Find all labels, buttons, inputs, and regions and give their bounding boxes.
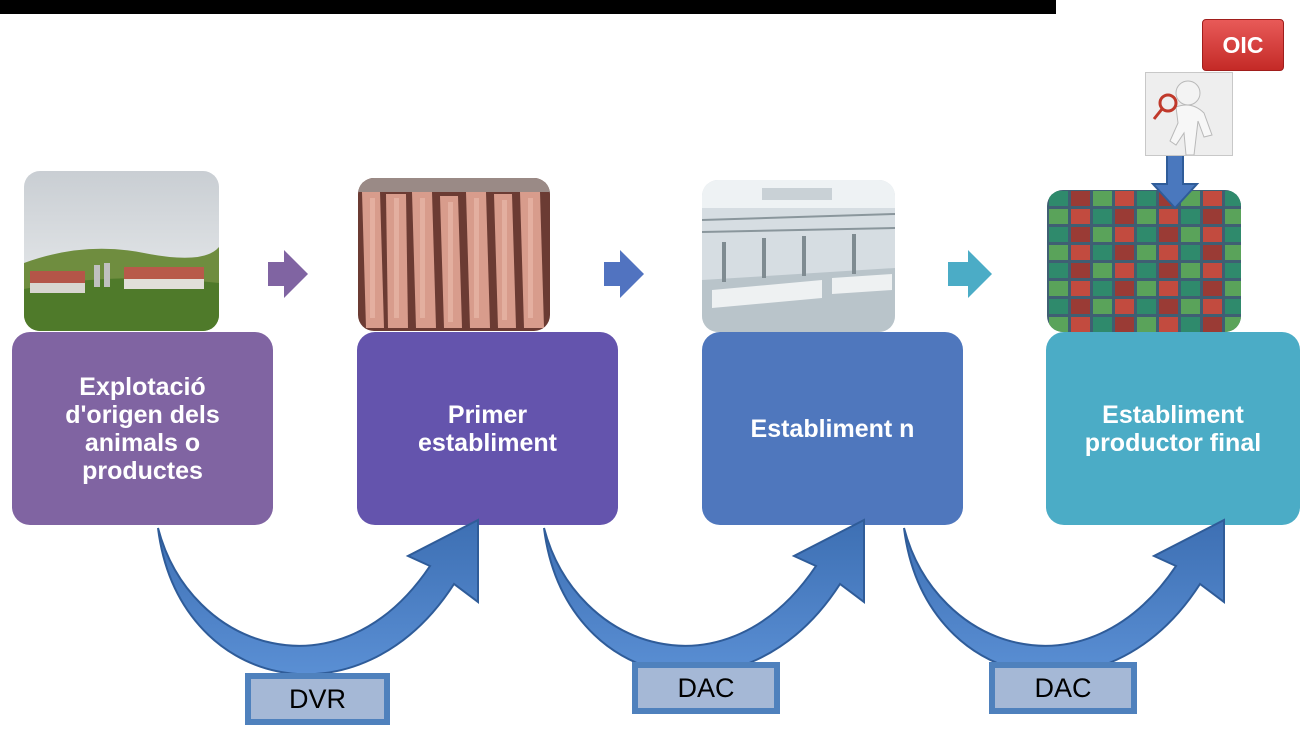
container-block — [1071, 299, 1090, 314]
container-block — [1093, 209, 1112, 224]
container-block — [1181, 299, 1200, 314]
step-label: Establiment n — [750, 414, 915, 443]
container-block — [1071, 245, 1090, 260]
container-block — [1203, 263, 1222, 278]
container-block — [1181, 263, 1200, 278]
container-block — [1225, 209, 1241, 224]
container-block — [1071, 317, 1090, 332]
step-label: Primer establiment — [418, 400, 557, 457]
oic-badge: OIC — [1202, 19, 1284, 71]
step-origin-farm: Explotació d'origen dels animals o produ… — [12, 332, 273, 525]
curved-arrow-icon — [157, 518, 479, 676]
container-block — [1137, 191, 1156, 206]
container-block — [1049, 281, 1068, 296]
container-block — [1115, 191, 1134, 206]
step-label: Explotació d'origen dels animals o produ… — [65, 372, 220, 485]
step-first-establishment: Primer establiment — [357, 332, 618, 525]
processing-plant-photo — [702, 180, 895, 332]
container-block — [1203, 191, 1222, 206]
document-dac-2: DAC — [989, 662, 1137, 714]
container-block — [1137, 263, 1156, 278]
container-block — [1093, 281, 1112, 296]
container-block — [1071, 209, 1090, 224]
container-block — [1049, 317, 1068, 332]
carcasses-photo — [358, 178, 550, 331]
container-block — [1203, 317, 1222, 332]
container-block — [1159, 281, 1178, 296]
container-block — [1071, 281, 1090, 296]
document-label: DAC — [677, 672, 735, 703]
container-block — [1225, 299, 1241, 314]
container-block — [1137, 245, 1156, 260]
container-block — [1115, 245, 1134, 260]
containers-photo — [1047, 190, 1241, 332]
container-block — [1049, 263, 1068, 278]
container-block — [1049, 245, 1068, 260]
container-block — [1071, 263, 1090, 278]
document-label: DAC — [1034, 672, 1092, 703]
container-block — [1181, 245, 1200, 260]
container-block — [1093, 245, 1112, 260]
next-arrow-icon — [948, 250, 992, 298]
container-block — [1137, 317, 1156, 332]
container-block — [1181, 317, 1200, 332]
top-rule — [0, 0, 1056, 14]
container-block — [1071, 227, 1090, 242]
farm-photo — [24, 171, 219, 331]
container-block — [1159, 317, 1178, 332]
container-block — [1203, 299, 1222, 314]
container-block — [1115, 317, 1134, 332]
container-block — [1049, 227, 1068, 242]
curved-arrow-icon — [903, 518, 1225, 676]
container-block — [1225, 245, 1241, 260]
container-block — [1115, 281, 1134, 296]
container-block — [1203, 227, 1222, 242]
step-label: Establiment productor final — [1084, 400, 1262, 457]
container-block — [1115, 227, 1134, 242]
oic-label: OIC — [1222, 31, 1264, 58]
container-block — [1225, 263, 1241, 278]
container-block — [1093, 227, 1112, 242]
container-block — [1115, 299, 1134, 314]
container-block — [1115, 263, 1134, 278]
container-block — [1137, 227, 1156, 242]
container-block — [1159, 245, 1178, 260]
container-block — [1159, 209, 1178, 224]
container-block — [1137, 281, 1156, 296]
container-block — [1181, 209, 1200, 224]
step-final-producer: Establiment productor final — [1046, 332, 1300, 525]
container-block — [1225, 281, 1241, 296]
next-arrow-icon — [604, 250, 644, 298]
container-block — [1137, 299, 1156, 314]
container-block — [1049, 299, 1068, 314]
container-block — [1159, 263, 1178, 278]
container-block — [1093, 263, 1112, 278]
container-block — [1181, 227, 1200, 242]
container-block — [1203, 281, 1222, 296]
container-block — [1159, 299, 1178, 314]
curved-arrow-icon — [543, 518, 865, 676]
document-dvr: DVR — [245, 673, 390, 725]
container-block — [1203, 245, 1222, 260]
container-block — [1049, 209, 1068, 224]
next-arrow-icon — [268, 250, 308, 298]
step-establishment-n: Establiment n — [702, 332, 963, 525]
container-block — [1203, 209, 1222, 224]
container-block — [1049, 191, 1068, 206]
container-block — [1071, 191, 1090, 206]
container-block — [1093, 191, 1112, 206]
document-label: DVR — [288, 683, 346, 714]
container-block — [1225, 227, 1241, 242]
document-dac-1: DAC — [632, 662, 780, 714]
down-arrow-icon — [1150, 149, 1200, 210]
container-block — [1181, 281, 1200, 296]
container-block — [1137, 209, 1156, 224]
container-block — [1093, 317, 1112, 332]
container-block — [1093, 299, 1112, 314]
container-block — [1225, 191, 1241, 206]
container-block — [1159, 227, 1178, 242]
container-block — [1115, 209, 1134, 224]
inspector-figure-icon — [1145, 72, 1233, 156]
